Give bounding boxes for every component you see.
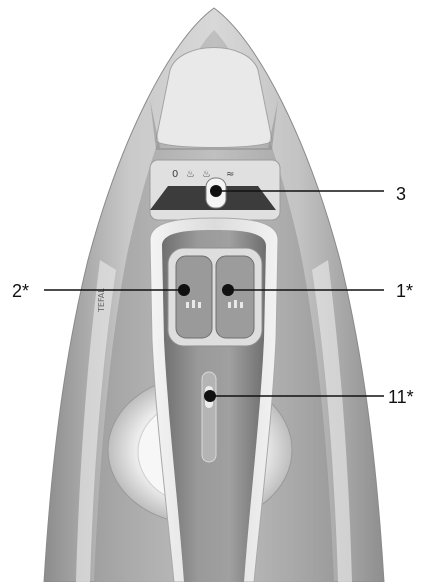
dial-symbol-0: 0 — [172, 169, 178, 180]
brand-mark: TEFAL — [97, 288, 106, 313]
steam-burst-icon — [228, 300, 243, 308]
spray-icon — [186, 300, 201, 308]
callout-selector-label: 3 — [396, 184, 406, 204]
callout-slider-label: 11* — [388, 387, 414, 407]
dial-symbol-3: ≈ — [226, 169, 234, 180]
callout-selector: 3 — [210, 184, 406, 204]
steam-button-right[interactable] — [215, 255, 255, 339]
dial-symbol-1: ♨ — [186, 169, 195, 180]
callout-slider: 11* — [204, 387, 414, 407]
iron-body-highlight-left — [76, 260, 116, 582]
callout-button-right-label: 1* — [396, 281, 413, 301]
callout-button-right: 1* — [222, 281, 413, 301]
dial-symbols: 0 ♨ ♨ ≈ — [172, 169, 234, 180]
callout-button-left: 2* — [12, 281, 190, 301]
iron-body-highlight-right — [312, 260, 352, 582]
spray-button-left[interactable] — [175, 255, 213, 339]
callout-button-left-label: 2* — [12, 281, 29, 301]
dial-symbol-2: ♨ — [202, 169, 211, 180]
slider-track — [201, 371, 217, 463]
